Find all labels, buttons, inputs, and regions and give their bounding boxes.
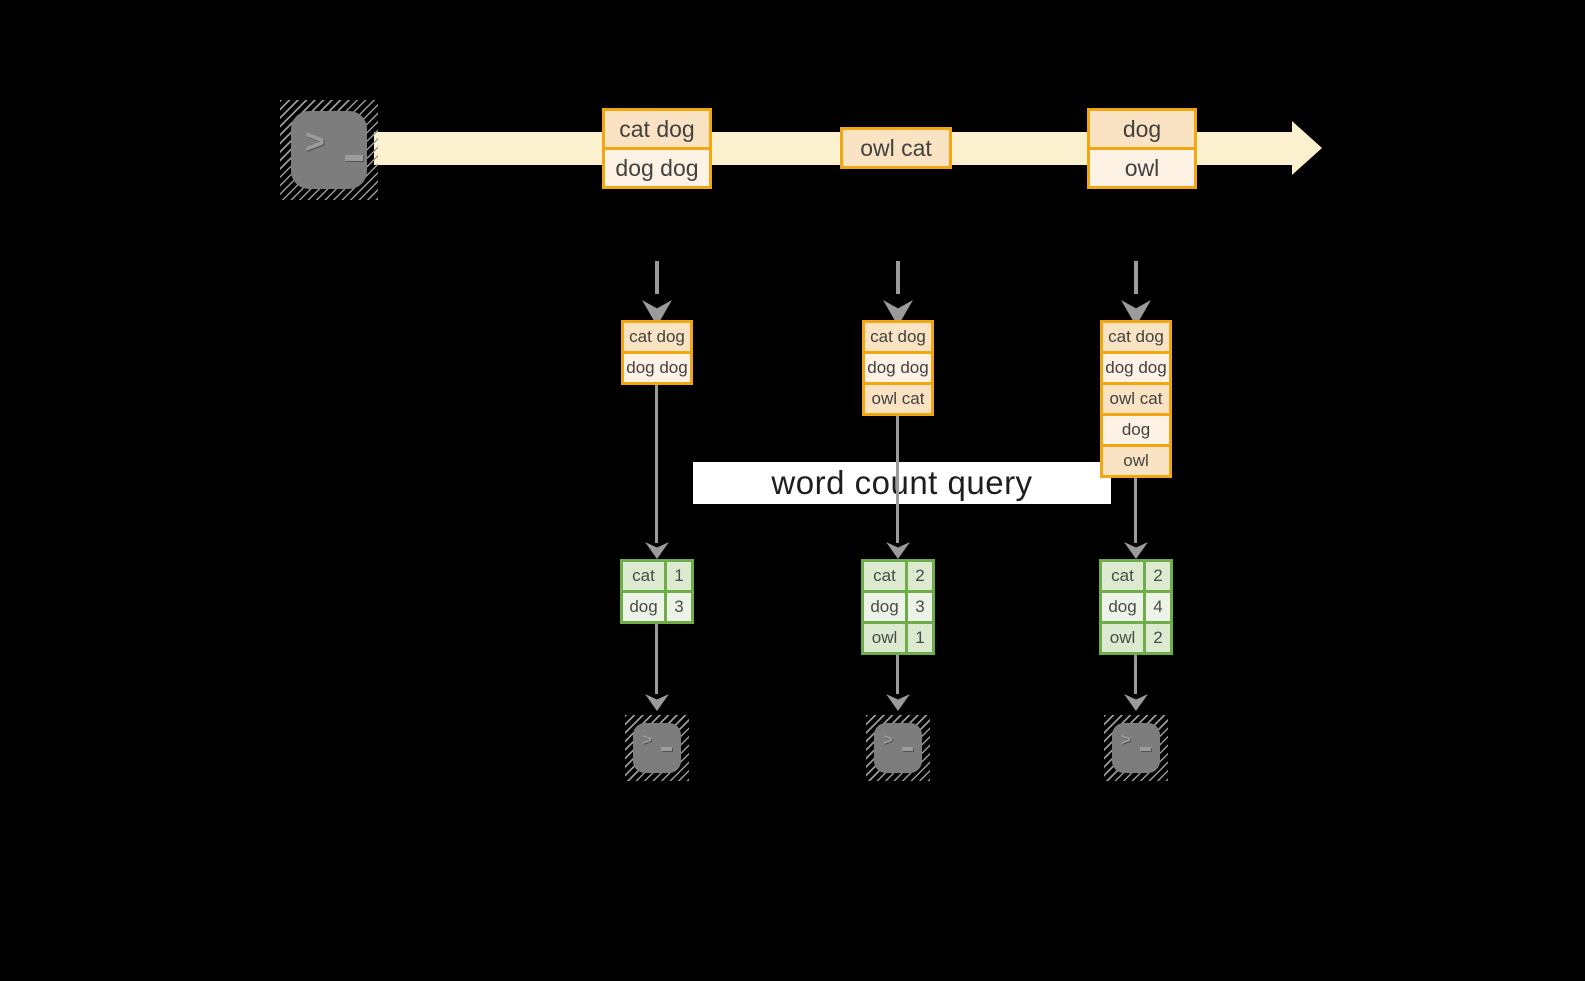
count-table-1: cat 1 dog 3 <box>620 559 694 624</box>
terminal-cursor-icon <box>345 155 363 161</box>
event-line: dog dog <box>605 147 709 186</box>
count-value-cell: 3 <box>674 597 684 616</box>
arrowhead-icon <box>645 694 669 711</box>
count-value-cell: 3 <box>915 597 925 616</box>
terminal-prompt-icon: > <box>642 730 652 749</box>
event-line: dog <box>1090 111 1194 147</box>
count-value-cell: 2 <box>1153 566 1163 585</box>
connector-line <box>655 622 658 694</box>
count-word-cell: owl <box>864 624 908 652</box>
state-row: owl <box>1103 444 1169 475</box>
event-box-3: dog owl <box>1087 108 1197 189</box>
connector-line <box>655 384 658 543</box>
count-value-cell: 4 <box>1153 597 1163 616</box>
dashed-arrow-icon <box>1121 261 1151 326</box>
arrow-dash <box>1134 261 1138 294</box>
state-row: dog dog <box>1103 351 1169 382</box>
count-row: owl 1 <box>864 621 932 652</box>
event-line: owl cat <box>843 130 949 166</box>
count-table-3: cat 2 dog 4 owl 2 <box>1099 559 1173 655</box>
terminal-screen: > <box>874 723 922 773</box>
count-word-cell: dog <box>864 593 908 621</box>
count-word-cell: cat <box>864 562 908 590</box>
event-line: cat dog <box>605 111 709 147</box>
state-stack-3: cat dog dog dog owl cat dog owl <box>1100 320 1172 478</box>
connector-line <box>896 653 899 694</box>
client-terminal-icon-1: > <box>625 715 689 781</box>
count-row: cat 1 <box>623 562 691 590</box>
count-row: cat 2 <box>864 562 932 590</box>
arrow-dash <box>896 261 900 294</box>
count-word-cell: dog <box>1102 593 1146 621</box>
terminal-prompt-icon: > <box>883 730 893 749</box>
event-box-2: owl cat <box>840 127 952 169</box>
client-terminal-icon-2: > <box>866 715 930 781</box>
count-word-cell: owl <box>1102 624 1146 652</box>
arrowhead-icon <box>645 542 669 559</box>
terminal-screen: > <box>633 723 681 773</box>
event-box-1: cat dog dog dog <box>602 108 712 189</box>
state-row: dog dog <box>624 351 690 382</box>
event-line: owl <box>1090 147 1194 186</box>
state-stack-1: cat dog dog dog <box>621 320 693 385</box>
terminal-screen: > <box>291 111 367 189</box>
count-word-cell: dog <box>623 593 667 621</box>
count-row: dog 4 <box>1102 590 1170 621</box>
count-row: dog 3 <box>623 590 691 621</box>
terminal-prompt-icon: > <box>305 123 325 161</box>
count-table-2: cat 2 dog 3 owl 1 <box>861 559 935 655</box>
terminal-cursor-icon <box>1140 747 1151 751</box>
state-row: cat dog <box>1103 323 1169 351</box>
state-stack-2: cat dog dog dog owl cat <box>862 320 934 416</box>
count-word-cell: cat <box>623 562 667 590</box>
stream-timeline-arrowhead-icon <box>1292 121 1322 175</box>
state-row: cat dog <box>624 323 690 351</box>
terminal-cursor-icon <box>902 747 913 751</box>
count-row: owl 2 <box>1102 621 1170 652</box>
arrowhead-icon <box>886 542 910 559</box>
client-terminal-icon-3: > <box>1104 715 1168 781</box>
state-row: owl cat <box>1103 382 1169 413</box>
count-value-cell: 1 <box>915 628 925 647</box>
state-row: cat dog <box>865 323 931 351</box>
terminal-cursor-icon <box>661 747 672 751</box>
count-row: dog 3 <box>864 590 932 621</box>
arrowhead-icon <box>886 694 910 711</box>
count-value-cell: 2 <box>1153 628 1163 647</box>
dashed-arrow-icon <box>883 261 913 326</box>
state-row: dog <box>1103 413 1169 444</box>
count-value-cell: 2 <box>915 566 925 585</box>
query-label-band: word count query <box>693 462 1111 504</box>
count-value-cell: 1 <box>674 566 684 585</box>
state-row: dog dog <box>865 351 931 382</box>
arrowhead-icon <box>1124 694 1148 711</box>
state-row: owl cat <box>865 382 931 413</box>
count-word-cell: cat <box>1102 562 1146 590</box>
arrowhead-icon <box>1124 542 1148 559</box>
connector-line <box>1134 477 1137 543</box>
arrow-dash <box>655 261 659 294</box>
count-row: cat 2 <box>1102 562 1170 590</box>
terminal-prompt-icon: > <box>1121 730 1131 749</box>
source-terminal-icon: > <box>280 100 378 200</box>
terminal-screen: > <box>1112 723 1160 773</box>
dashed-arrow-icon <box>642 261 672 326</box>
connector-line <box>1134 653 1137 694</box>
connector-line <box>896 415 899 543</box>
query-label: word count query <box>771 464 1033 501</box>
